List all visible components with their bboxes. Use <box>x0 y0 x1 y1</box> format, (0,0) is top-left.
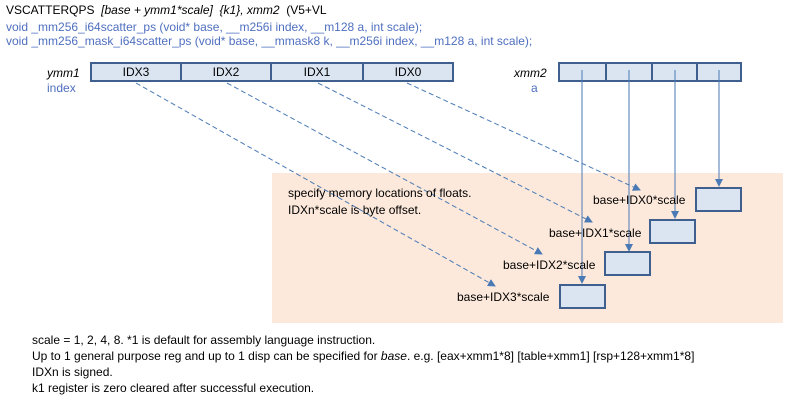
footer-line2c: . e.g. [eax+xmm1*8] [table+xmm1] [rsp+12… <box>406 349 695 363</box>
arrow-idx3 <box>135 82 496 287</box>
memory-slot-idx3 <box>559 284 606 309</box>
footer-line2a: Up to 1 general purpose reg and up to 1 … <box>32 349 381 363</box>
arrow-idx0 <box>406 82 641 191</box>
target-label-idx1: base+IDX1*scale <box>549 226 642 240</box>
ymm1-cell-idx0: IDX0 <box>362 62 454 82</box>
footer-line3: IDXn is signed. <box>32 365 113 379</box>
memory-slot-idx2 <box>604 251 651 276</box>
instruction-title: VSCATTERQPS [base + ymm1*scale] {k1}, xm… <box>6 3 327 18</box>
footer-line2-base: base <box>380 349 407 363</box>
instruction-operand1: [base + ymm1*scale] <box>101 3 213 17</box>
memory-slot-idx1 <box>649 219 696 244</box>
footer-line1: scale = 1, 2, 4, 8. *1 is default for as… <box>32 333 376 347</box>
instruction-tag: (V5+VL <box>286 3 327 17</box>
ymm1-label: ymm1 <box>47 66 80 80</box>
arrow-idx1 <box>317 82 593 223</box>
ymm1-cell-idx2: IDX2 <box>180 62 272 82</box>
ymm1-cell-idx1: IDX1 <box>270 62 364 82</box>
intrinsic-signature-1: void _mm256_i64scatter_ps (void* base, _… <box>6 20 423 34</box>
target-label-idx2: base+IDX2*scale <box>503 258 596 272</box>
ymm1-cell-idx3: IDX3 <box>90 62 182 82</box>
memory-note-line2: IDXn*scale is byte offset. <box>288 203 422 217</box>
memory-slot-idx0 <box>695 187 742 212</box>
memory-note-line1: specify memory locations of floats. <box>288 186 472 200</box>
instruction-operand2: {k1}, xmm2 <box>219 3 280 17</box>
target-label-idx0: base+IDX0*scale <box>593 193 686 207</box>
target-label-idx3: base+IDX3*scale <box>457 290 550 304</box>
footer-line4: k1 register is zero cleared after succes… <box>32 381 315 395</box>
instruction-mnemonic: VSCATTERQPS <box>6 3 95 17</box>
xmm2-label: xmm2 <box>514 66 547 80</box>
ymm1-sublabel: index <box>47 81 76 95</box>
footer-line2: Up to 1 general purpose reg and up to 1 … <box>32 349 694 364</box>
xmm2-sublabel: a <box>531 81 538 95</box>
intrinsic-signature-2: void _mm256_mask_i64scatter_ps (void* ba… <box>6 34 533 48</box>
arrow-idx2 <box>226 82 543 255</box>
